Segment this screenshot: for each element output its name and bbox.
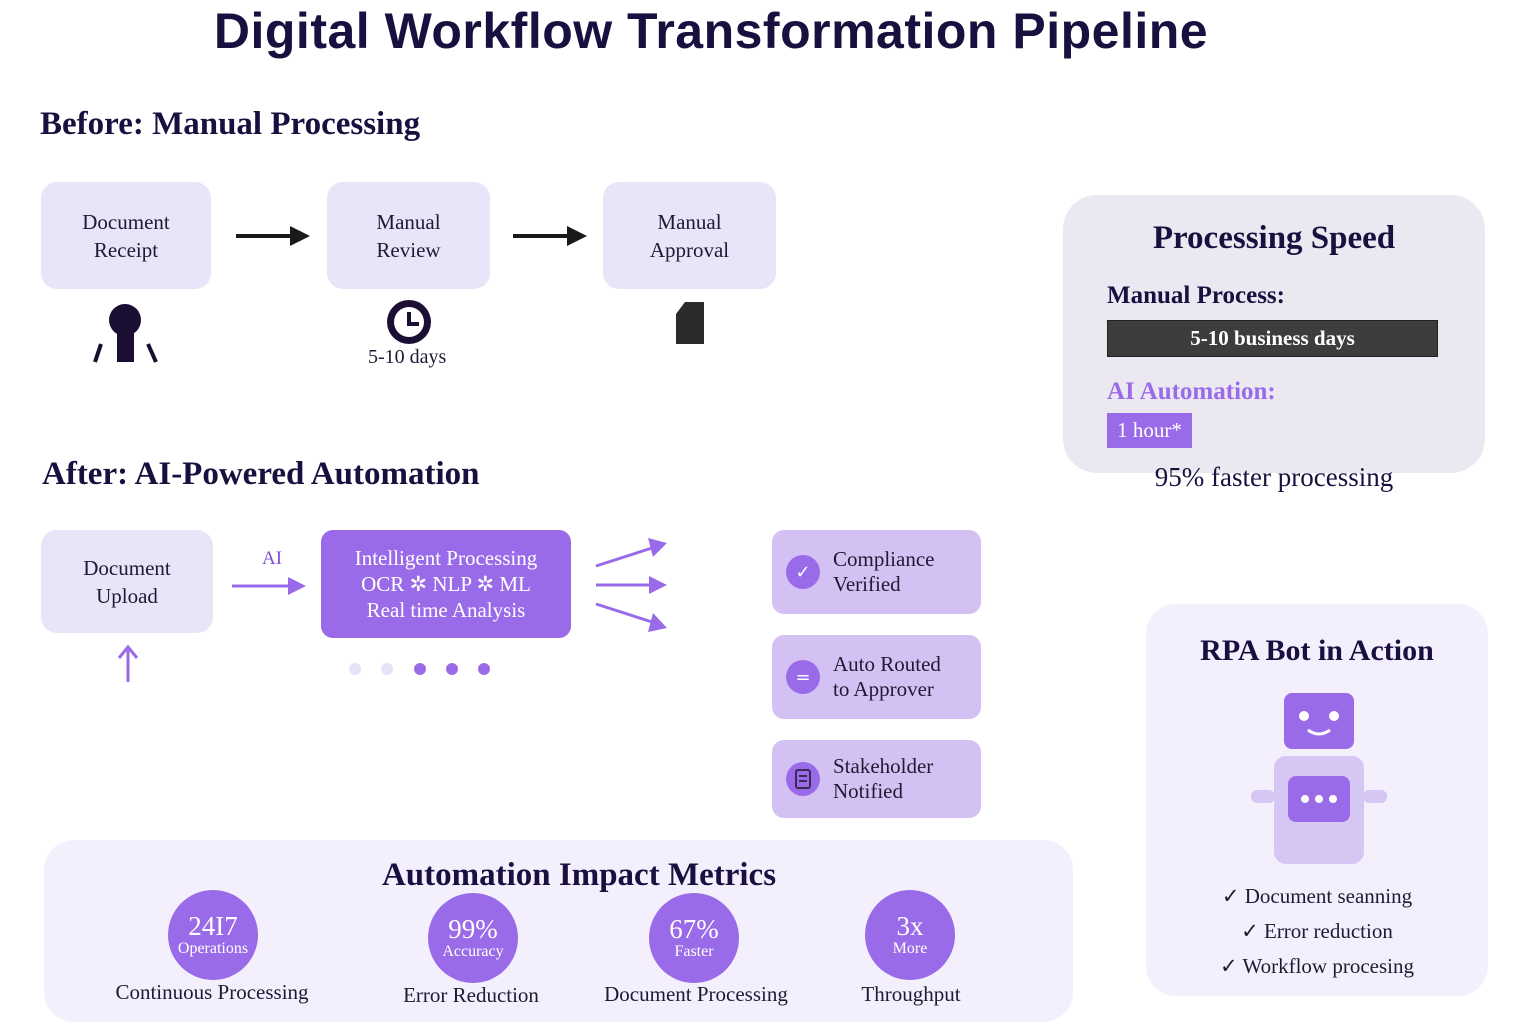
progress-dot bbox=[414, 663, 426, 675]
outcome-line1: Compliance bbox=[833, 547, 935, 571]
arrow-right-icon bbox=[236, 226, 310, 246]
outcome-auto-routed: = Auto Routed to Approver bbox=[772, 635, 981, 719]
step-label-line2: Review bbox=[376, 237, 441, 262]
ai-duration-bar: 1 hour* bbox=[1107, 413, 1192, 448]
progress-dot bbox=[446, 663, 458, 675]
metric-circle: 99% Accuracy bbox=[428, 893, 518, 983]
metric-value: 99% bbox=[448, 914, 498, 944]
outcome-line1: Stakeholder bbox=[833, 754, 934, 778]
metric-unit: Accuracy bbox=[442, 943, 504, 960]
metric-circle: 67% Faster bbox=[649, 893, 739, 983]
outcome-line1: Auto Routed bbox=[833, 652, 941, 676]
step-label-line2: Upload bbox=[96, 583, 158, 608]
ai-arrow-label: AI bbox=[262, 548, 283, 569]
step-label-line1: Manual bbox=[657, 209, 722, 234]
intelligent-processing-box: Intelligent Processing OCR ✲ NLP ✲ ML Re… bbox=[321, 530, 571, 638]
before-heading: Before: Manual Processing bbox=[40, 106, 421, 142]
equals-icon: = bbox=[786, 660, 820, 694]
progress-dot bbox=[478, 663, 490, 675]
step-document-receipt: Document Receipt bbox=[41, 182, 211, 289]
outcome-stakeholder-notified: Stakeholder Notified bbox=[772, 740, 981, 818]
progress-dot bbox=[381, 663, 393, 675]
metric-label: Error Reduction bbox=[403, 983, 539, 1007]
arrow-right-icon bbox=[232, 577, 306, 595]
metric-circle: 24I7 Operations bbox=[168, 890, 258, 980]
step-document-upload: Document Upload bbox=[41, 530, 213, 633]
metric-unit: Faster bbox=[674, 943, 714, 960]
after-heading: After: AI-Powered Automation bbox=[42, 456, 480, 492]
processing-subtitle: Real time Analysis bbox=[366, 598, 526, 622]
clock-icon bbox=[387, 300, 431, 344]
outcome-line2: Verified bbox=[833, 572, 901, 596]
document-icon bbox=[676, 302, 704, 344]
step-manual-approval: Manual Approval bbox=[603, 182, 776, 289]
metric-value: 24I7 bbox=[188, 911, 238, 941]
step-label-line2: Receipt bbox=[93, 237, 159, 262]
outcome-compliance-verified: ✓ Compliance Verified bbox=[772, 530, 981, 614]
metric-unit: More bbox=[892, 940, 928, 957]
step-label-line1: Manual bbox=[376, 209, 441, 234]
outcome-line2: Notified bbox=[833, 779, 903, 803]
metric-value: 3x bbox=[896, 911, 924, 941]
rpa-check-item: ✓ Error reduction bbox=[1241, 919, 1393, 943]
manual-duration-bar: 5-10 business days bbox=[1107, 320, 1438, 357]
checkmark-icon: ✓ bbox=[786, 555, 820, 589]
speed-title: Processing Speed bbox=[1152, 220, 1396, 256]
metric-label: Document Processing bbox=[604, 982, 788, 1006]
person-icon bbox=[93, 304, 158, 363]
rpa-title: RPA Bot in Action bbox=[1200, 634, 1434, 667]
rpa-check-item: ✓ Workflow procesing bbox=[1220, 954, 1414, 978]
notification-icon bbox=[786, 762, 820, 796]
step-label-line1: Document bbox=[82, 209, 170, 234]
progress-dot bbox=[349, 663, 361, 675]
upload-arrow-icon bbox=[117, 644, 139, 682]
speed-summary: 95% faster processing bbox=[1154, 462, 1394, 492]
manual-process-label: Manual Process: bbox=[1107, 282, 1285, 309]
processing-title: Intelligent Processing bbox=[354, 546, 538, 570]
metric-unit: Operations bbox=[177, 940, 249, 957]
metric-label: Continuous Processing bbox=[115, 980, 309, 1004]
step-label-line2: Approval bbox=[649, 237, 730, 262]
arrow-right-icon bbox=[513, 226, 587, 246]
outcome-line2: to Approver bbox=[833, 677, 934, 701]
metrics-title: Automation Impact Metrics bbox=[381, 857, 777, 893]
rpa-check-item: ✓ Document seanning bbox=[1221, 884, 1413, 908]
metric-label: Throughput bbox=[861, 982, 961, 1006]
page-title: Digital Workflow Transformation Pipeline bbox=[213, 3, 1209, 59]
review-duration: 5-10 days bbox=[368, 346, 447, 368]
metric-value: 67% bbox=[669, 914, 719, 944]
robot-icon bbox=[1251, 693, 1387, 864]
ai-automation-label: AI Automation: bbox=[1107, 378, 1276, 405]
step-manual-review: Manual Review bbox=[327, 182, 490, 289]
processing-techniques: OCR ✲ NLP ✲ ML bbox=[361, 572, 531, 596]
step-label-line1: Document bbox=[83, 555, 171, 580]
branch-arrows-icon bbox=[595, 538, 667, 632]
metric-circle: 3x More bbox=[865, 890, 955, 980]
